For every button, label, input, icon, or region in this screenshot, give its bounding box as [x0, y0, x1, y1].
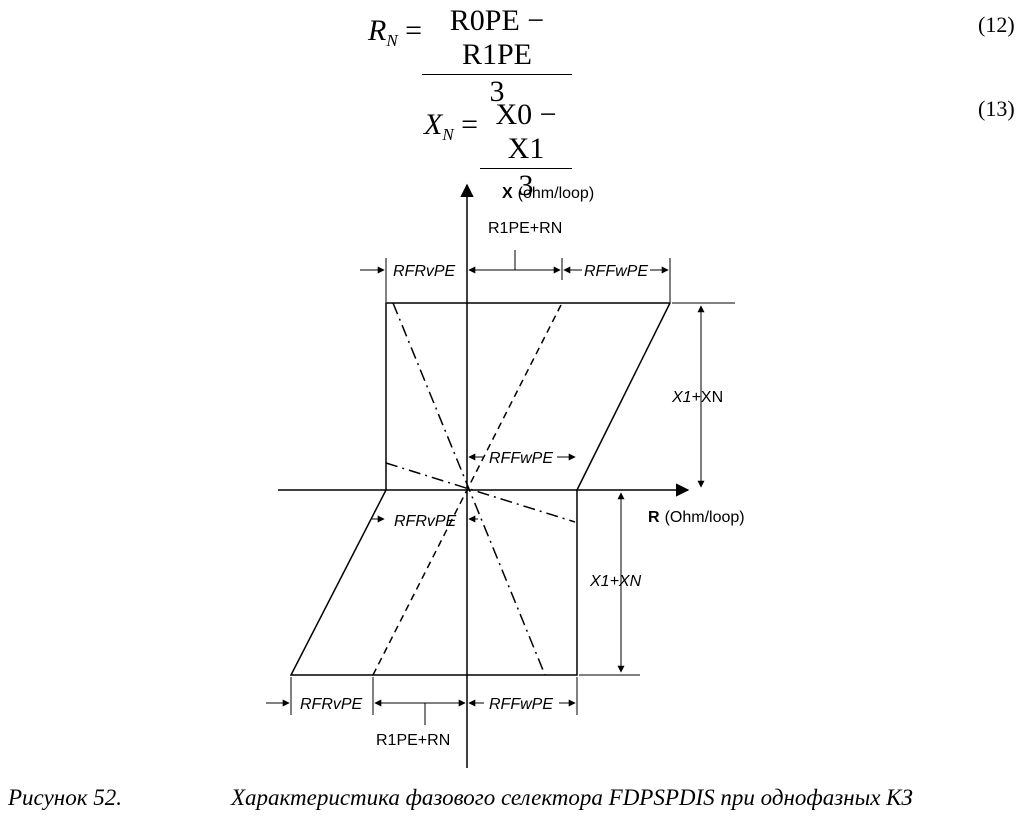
label-rfrvpe-mid: RFRvPE [394, 513, 457, 530]
y-axis-label: X(ohm/loop) [502, 185, 594, 202]
lower-characteristic [289, 489, 578, 676]
x-axis-label: R(Ohm/loop) [648, 509, 745, 526]
equation-fraction: R0PE − R1PE 3 [422, 4, 572, 109]
equation-numerator: R0PE − R1PE [449, 4, 545, 71]
equation-lhs-symbol: R [368, 14, 387, 47]
label-rfrvpe-top: RFRvPE [393, 263, 456, 280]
equation-lhs-symbol: X [424, 108, 443, 141]
fraction-bar [422, 74, 572, 75]
equation-fraction: X0 − X1 3 [480, 98, 572, 203]
upper-characteristic [385, 302, 672, 491]
equation-lhs-subscript: N [386, 31, 398, 50]
equation-13: XN = X0 − X1 3 [424, 98, 572, 202]
label-r1pe-rn-bottom: R1PE+RN [376, 732, 450, 749]
label-x1-xn-upper: X1+XN [671, 389, 723, 406]
label-rffwpe-top: RFFwPE [584, 263, 648, 280]
equation-number-13: (13) [978, 96, 1015, 121]
label-rffwpe-bottom: RFFwPE [489, 696, 553, 713]
label-x1-xn-lower: X1+XN [589, 573, 642, 590]
equation-12: RN = R0PE − R1PE 3 [368, 4, 572, 108]
equation-denominator: 3 [518, 169, 534, 202]
equation-numerator: X0 − X1 [495, 98, 557, 165]
equation-lhs-subscript: N [442, 125, 454, 144]
figure-title: Характеристика фазового селектора FDPSPD… [231, 785, 913, 810]
dashdot-line-shallow [385, 462, 576, 523]
label-rffwpe-mid: RFFwPE [489, 450, 553, 467]
equation-denominator: 3 [489, 75, 505, 108]
figure-label: Рисунок 52. [8, 785, 122, 810]
label-r1pe-rn-top: R1PE+RN [488, 220, 562, 237]
dashed-line [372, 302, 563, 676]
figure-caption: Рисунок 52. Характеристика фазового селе… [8, 785, 1035, 811]
equation-number-12: (12) [978, 12, 1015, 37]
label-rfrvpe-bottom: RFRvPE [300, 696, 363, 713]
fraction-bar [480, 168, 572, 169]
dashdot-line-steep [392, 302, 546, 676]
